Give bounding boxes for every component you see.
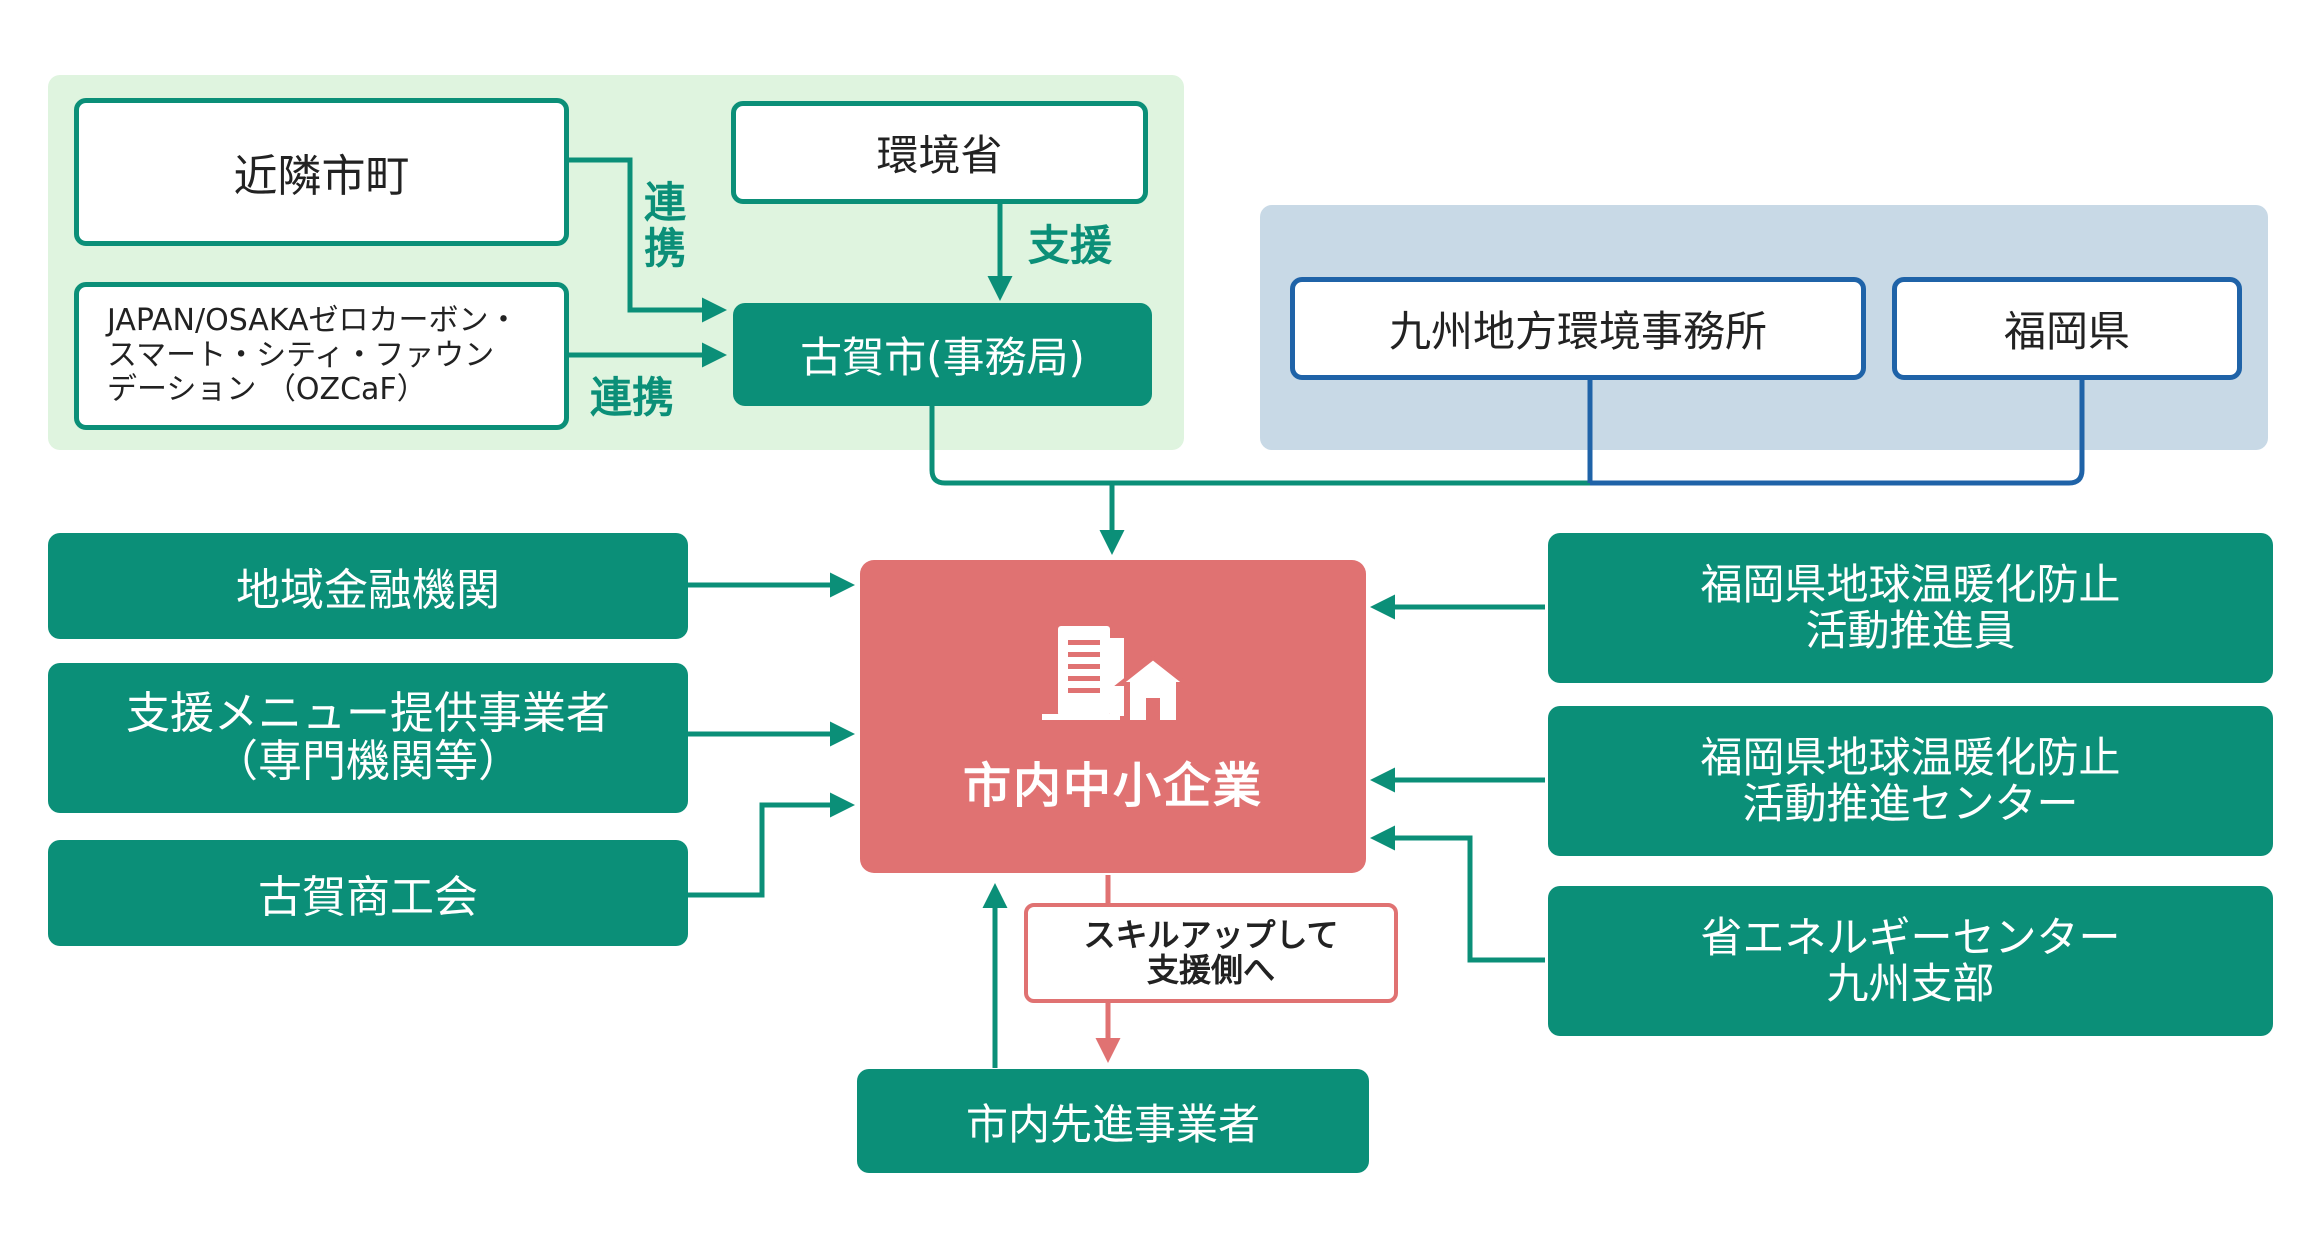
node-finance: 地域金融機関 bbox=[48, 533, 688, 639]
node-advanced-label: 市内先進事業者 bbox=[965, 1099, 1260, 1149]
node-ozcaf-label: JAPAN/OSAKAゼロカーボン・ スマート・シティ・ファウン デーション （… bbox=[107, 303, 519, 408]
label-renkei-horizontal: 連携 bbox=[590, 373, 675, 422]
node-promo-center-label: 福岡県地球温暖化防止 活動推進センター bbox=[1700, 732, 2121, 828]
node-kankyosho: 環境省 bbox=[731, 101, 1148, 204]
edge-energy-center bbox=[1370, 825, 1545, 963]
node-fukuoka-pref-label: 福岡県 bbox=[2003, 307, 2130, 356]
node-chamber-label: 古賀商工会 bbox=[258, 872, 478, 923]
building-icon bbox=[1042, 625, 1188, 724]
node-energy-center-label: 省エネルギーセンター 九州支部 bbox=[1700, 912, 2121, 1008]
node-skillup: スキルアップして 支援側へ bbox=[1024, 903, 1398, 1003]
node-advanced: 市内先進事業者 bbox=[857, 1069, 1369, 1173]
node-support-menu: 支援メニュー提供事業者 （専門機関等） bbox=[48, 663, 688, 813]
node-kankyosho-label: 環境省 bbox=[876, 131, 1003, 180]
node-skillup-label: スキルアップして 支援側へ bbox=[1083, 915, 1339, 989]
label-renkei-vertical: 連 携 bbox=[644, 178, 687, 274]
node-ozcaf: JAPAN/OSAKAゼロカーボン・ スマート・シティ・ファウン デーション （… bbox=[74, 282, 569, 430]
node-promo-center: 福岡県地球温暖化防止 活動推進センター bbox=[1548, 706, 2273, 856]
edge-koga-down bbox=[929, 403, 1590, 486]
node-kinrin: 近隣市町 bbox=[74, 98, 569, 246]
node-kyushu-office-label: 九州地方環境事務所 bbox=[1388, 307, 1767, 356]
node-promoter-label: 福岡県地球温暖化防止 活動推進員 bbox=[1700, 559, 2121, 655]
label-shien: 支援 bbox=[1028, 221, 1113, 270]
node-energy-center: 省エネルギーセンター 九州支部 bbox=[1548, 886, 2273, 1036]
node-center-label: 市内中小企業 bbox=[962, 757, 1263, 814]
node-fukuoka-pref: 福岡県 bbox=[1892, 277, 2242, 380]
edge-chamber-center bbox=[685, 792, 855, 898]
node-support-menu-label: 支援メニュー提供事業者 （専門機関等） bbox=[126, 687, 610, 787]
edge-fukuoka-down bbox=[1590, 378, 2085, 486]
node-center-sme: 市内中小企業 bbox=[860, 560, 1366, 873]
node-kyushu-office: 九州地方環境事務所 bbox=[1290, 277, 1866, 380]
house-icon bbox=[1114, 654, 1188, 724]
node-finance-label: 地域金融機関 bbox=[236, 565, 500, 616]
node-koga-city: 古賀市(事務局) bbox=[733, 303, 1152, 406]
node-koga-city-label: 古賀市(事務局) bbox=[800, 333, 1085, 382]
node-promoter: 福岡県地球温暖化防止 活動推進員 bbox=[1548, 533, 2273, 683]
node-kinrin-label: 近隣市町 bbox=[233, 151, 410, 202]
edge-kinrin-koga bbox=[567, 157, 727, 323]
node-chamber: 古賀商工会 bbox=[48, 840, 688, 946]
